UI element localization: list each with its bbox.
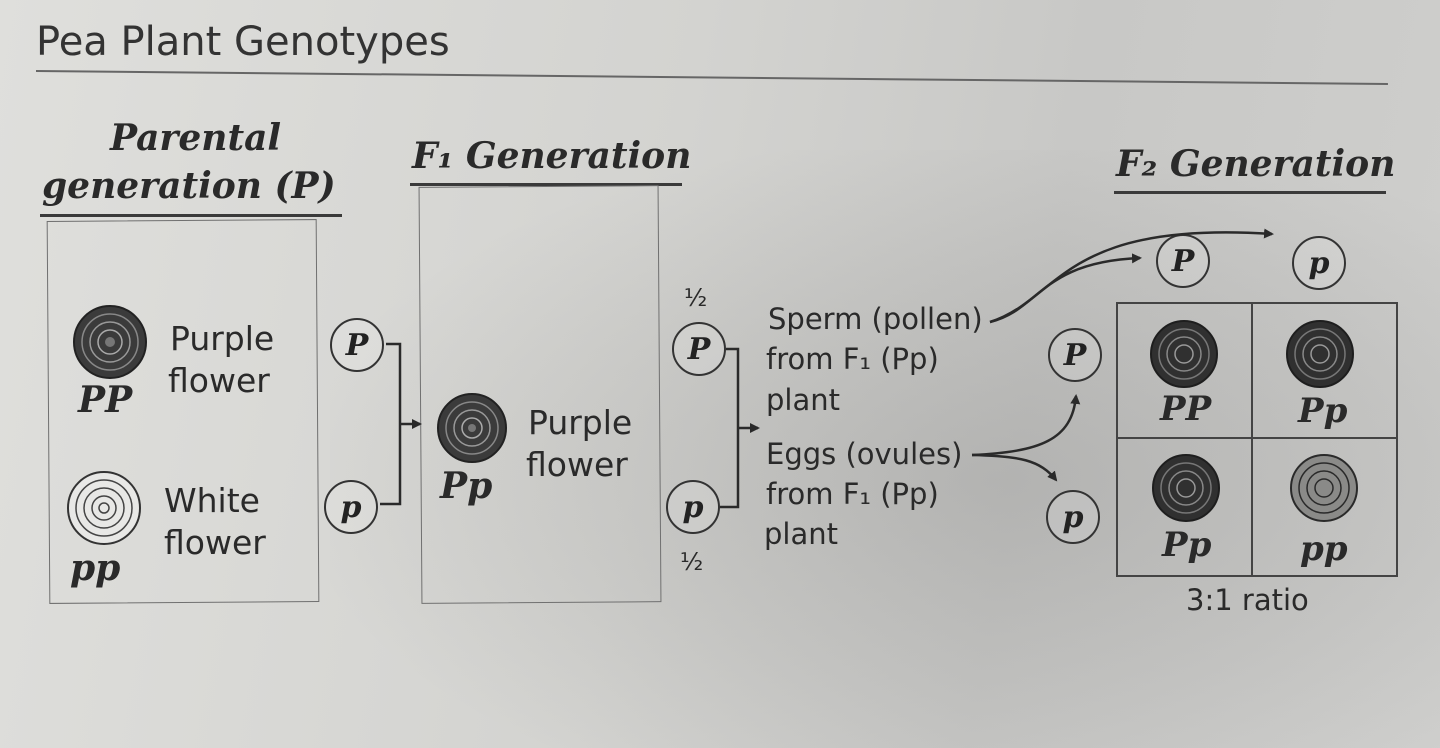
purple-flower-icon [1150,320,1218,388]
parental-purple-label-line1: Purple [170,319,275,358]
purple-flower-icon [1286,320,1354,388]
f2-heading: F₂ Generation [1116,143,1396,185]
f2-column-gamete-2: p [1292,236,1346,290]
parental-heading-underline [40,214,342,217]
punnett-cell-3: Pp [1162,525,1212,565]
parental-white-genotype: pp [70,547,121,589]
parental-heading-line1: Parental [110,117,282,159]
parental-heading-line2: generation (P) [42,165,336,207]
f1-gamete-lower: p [666,480,720,534]
parental-purple-label-line2: flower [168,361,270,400]
sperm-label-line2: from F₁ (Pp) [766,342,939,376]
white-flower-icon [67,471,141,545]
purple-flower-icon [1152,454,1220,522]
eggs-label-line1: Eggs (ovules) [766,437,963,471]
white-flower-icon [1290,454,1358,522]
purple-flower-icon [437,393,507,463]
parental-purple-genotype: PP [78,379,133,421]
sperm-label-line1: Sperm (pollen) [768,302,983,336]
f1-label-line1: Purple [528,403,633,442]
punnett-cell-1: PP [1160,389,1212,429]
f1-heading: F₁ Generation [412,135,692,177]
f1-genotype: Pp [440,465,493,507]
sperm-label-line3: plant [766,383,840,417]
f2-row-gamete-2: p [1046,490,1100,544]
eggs-label-line3: plant [764,517,838,551]
parental-gamete-lower: p [324,480,378,534]
parental-white-label-line1: White [164,481,260,520]
f2-row-gamete-1: P [1048,328,1102,382]
ratio-label: 3:1 ratio [1186,583,1309,617]
punnett-cell-2: Pp [1298,391,1348,431]
purple-flower-icon [73,305,147,379]
punnett-cell-4: pp [1300,529,1348,569]
f1-label-line2: flower [526,445,628,484]
f2-heading-underline [1114,191,1386,194]
eggs-label-line2: from F₁ (Pp) [766,477,939,511]
f1-heading-underline [410,183,682,186]
f1-gamete-lower-fraction: ½ [680,548,704,576]
f1-gamete-upper-fraction: ½ [684,284,708,312]
punnett-square [1116,302,1398,577]
page-title: Pea Plant Genotypes [36,19,450,65]
parental-white-label-line2: flower [164,523,266,562]
parental-gamete-upper: P [330,318,384,372]
f1-gamete-upper: P [672,322,726,376]
